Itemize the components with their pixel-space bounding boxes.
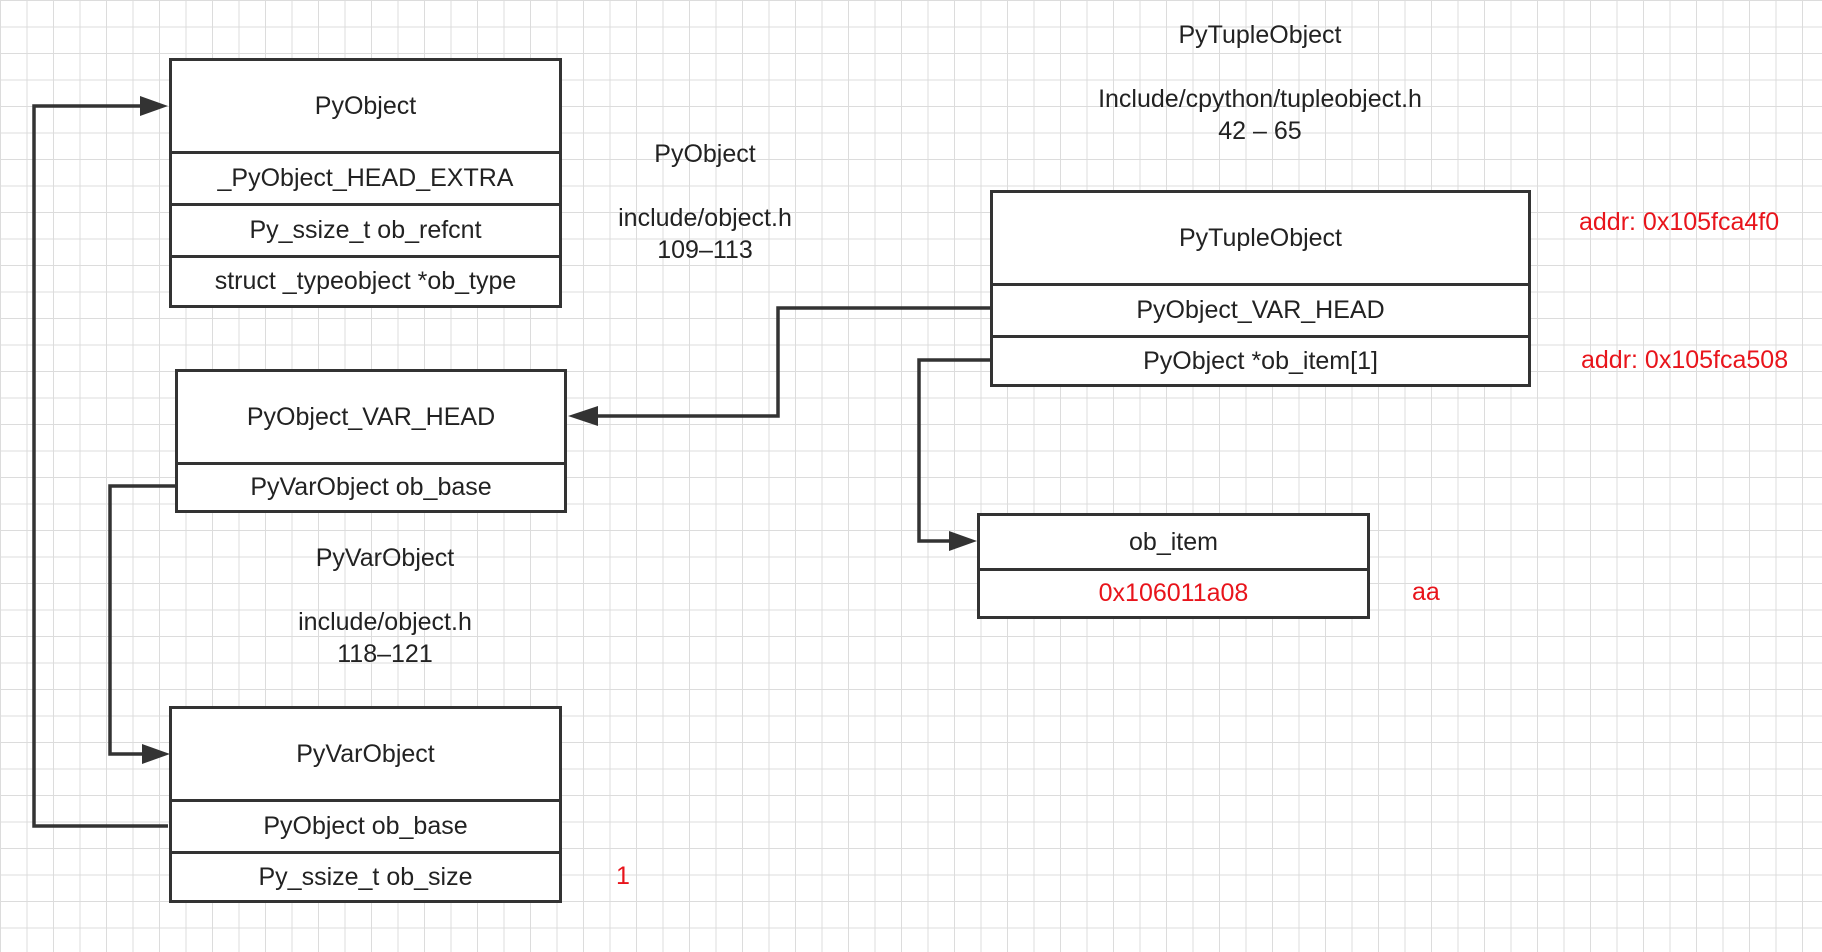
ob-size-value: 1 [616,862,630,890]
tuple-box[interactable]: PyTupleObject PyObject_VAR_HEAD PyObject… [990,190,1531,387]
arrow-head-to-varhead [568,406,598,426]
tuple-note-lines: 42 – 65 [1218,117,1302,145]
arrow-head-to-obitem [949,531,977,551]
pyobject-box[interactable]: PyObject _PyObject_HEAD_EXTRA Py_ssize_t… [169,58,562,308]
var-head-title: PyObject_VAR_HEAD [246,402,496,431]
pyvarobject-note-lines: 118–121 [337,640,433,668]
arrow-head-to-pyobject [140,96,168,116]
pyobject-field-type: struct _typeobject *ob_type [172,255,559,305]
pyvarobject-field-ob-base: PyObject ob_base [172,799,559,851]
ob-item-value: 0x106011a08 [980,568,1367,616]
tuple-field-var-head: PyObject_VAR_HEAD [993,283,1528,335]
arrow-varhead-base-to-pyvarobject [108,484,175,756]
var-head-box[interactable]: PyObject_VAR_HEAD PyVarObject ob_base [175,369,567,513]
arrow-tuple-item-to-obitem [917,358,992,543]
var-head-field-ob-base: PyVarObject ob_base [178,462,564,510]
pyobject-note-lines: 109–113 [657,236,753,264]
pyvarobject-note-name: PyVarObject [315,544,455,572]
pyobject-title: PyObject [314,91,417,120]
tuple-title: PyTupleObject [1178,223,1343,252]
ob-item-box[interactable]: ob_item 0x106011a08 [977,513,1370,619]
arrow-varobject-base-to-pyobject [32,104,168,828]
tuple-note-file: Include/cpython/tupleobject.h [1098,85,1422,113]
pyvarobject-field-ob-size: Py_ssize_t ob_size [172,851,559,900]
tuple-addr-label: addr: 0x105fca4f0 [1579,208,1780,236]
ob-item-addr-label: addr: 0x105fca508 [1581,346,1789,374]
ob-item-value-label: aa [1412,578,1440,606]
pyobject-field-head-extra: _PyObject_HEAD_EXTRA [172,151,559,203]
pyvarobject-box[interactable]: PyVarObject PyObject ob_base Py_ssize_t … [169,706,562,903]
pyvarobject-note-file: include/object.h [298,608,472,636]
arrow-tuple-varhead-to-varhead [596,306,992,418]
arrow-head-to-pyvarobject [142,744,170,764]
pyobject-note-file: include/object.h [618,204,792,232]
pyobject-note-name: PyObject [654,140,756,168]
tuple-field-ob-item: PyObject *ob_item[1] [993,335,1528,384]
pyobject-field-refcnt: Py_ssize_t ob_refcnt [172,203,559,255]
ob-item-title: ob_item [1129,527,1218,556]
pyvarobject-title: PyVarObject [296,739,435,768]
pyobject-source-note: PyObject include/object.h 109–113 [590,138,820,266]
tuple-note-name: PyTupleObject [1178,21,1342,49]
tuple-source-note: PyTupleObject Include/cpython/tupleobjec… [1060,19,1460,147]
pyvarobject-source-note: PyVarObject include/object.h 118–121 [270,542,500,670]
